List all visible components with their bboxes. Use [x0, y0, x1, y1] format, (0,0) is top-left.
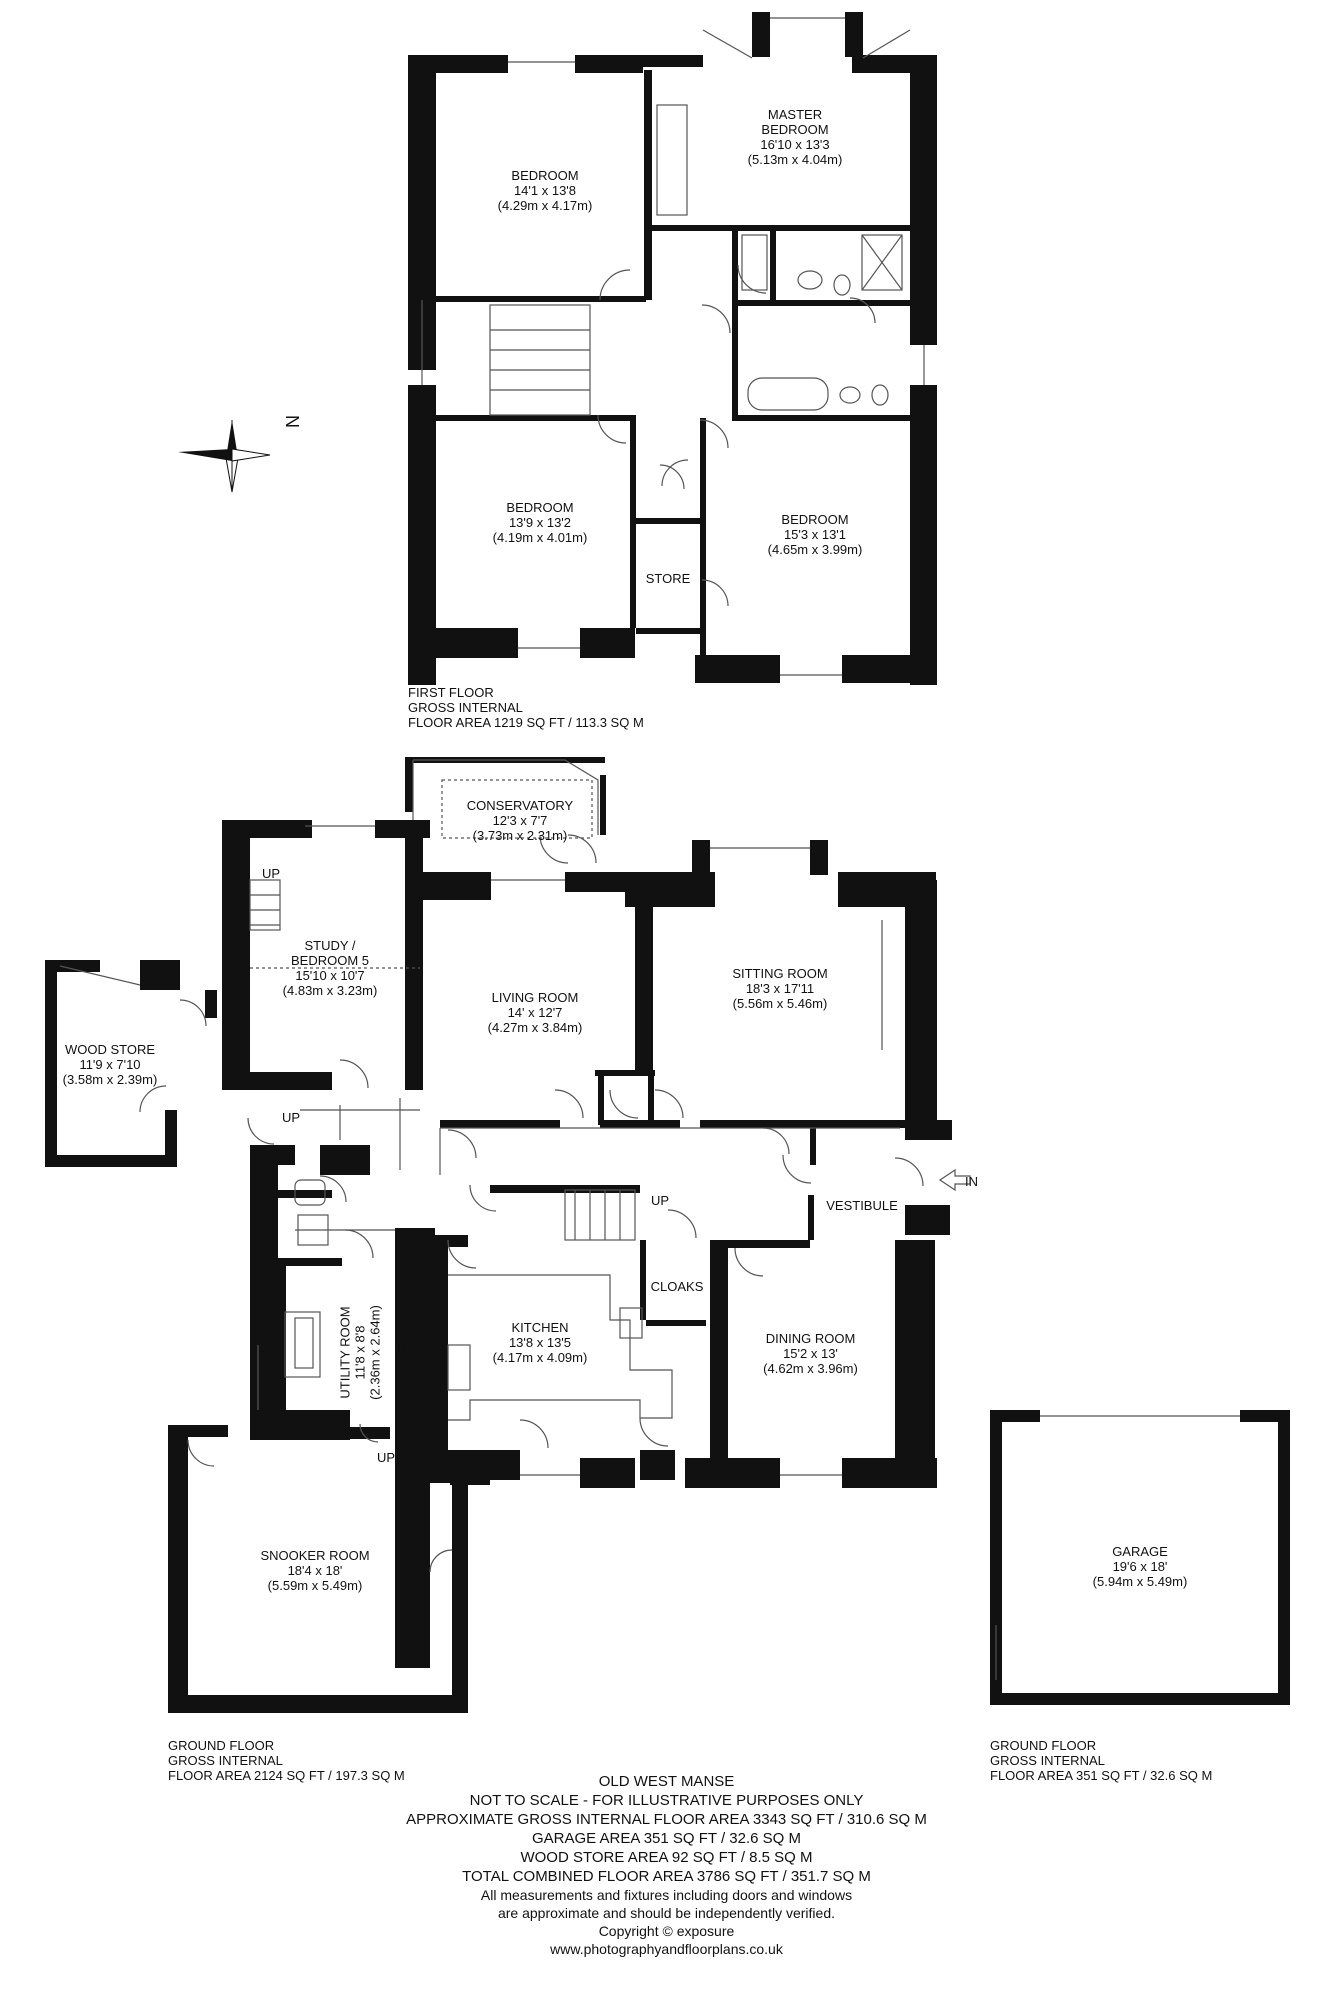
room-size-imperial: 11'8 x 8'8 [352, 1325, 368, 1380]
room-size-metric: (5.56m x 5.46m) [732, 996, 828, 1011]
area-line: FLOOR AREA 2124 SQ FT / 197.3 SQ M [168, 1768, 405, 1783]
room-label-master-bedroom: MASTER BEDROOM 16'10 x 13'3 (5.13m x 4.0… [710, 107, 880, 167]
room-size-metric: (4.17m x 4.09m) [492, 1350, 588, 1365]
footer-disclaimer: All measurements and fixtures including … [480, 1887, 853, 1903]
room-name: VESTIBULE [826, 1198, 898, 1213]
room-name: BEDROOM 5 [290, 953, 369, 968]
footer-line: APPROXIMATE GROSS INTERNAL FLOOR AREA 33… [406, 1811, 927, 1828]
room-name: WOOD STORE [64, 1042, 156, 1057]
room-name: CLOAKS [650, 1279, 704, 1294]
room-size-metric: (4.27m x 3.84m) [487, 1020, 583, 1035]
room-size-imperial: 18'4 x 18' [287, 1563, 343, 1578]
property-title: OLD WEST MANSE [598, 1773, 735, 1790]
room-size-metric: (5.59m x 5.49m) [267, 1578, 363, 1593]
room-size-imperial: 18'3 x 17'11 [745, 981, 815, 996]
room-size-imperial: 14'1 x 13'8 [513, 183, 577, 198]
room-size-imperial: 13'8 x 13'5 [508, 1335, 572, 1350]
room-name: BEDROOM [781, 512, 849, 527]
room-size-metric: (3.73m x 2.31m) [472, 828, 568, 843]
room-size-imperial: 15'10 x 10'7 [295, 968, 365, 983]
room-size-metric: (4.29m x 4.17m) [497, 198, 593, 213]
room-name: MASTER [767, 107, 823, 122]
footer-copyright: Copyright © exposure [598, 1923, 735, 1939]
room-size-metric: (4.65m x 3.99m) [767, 542, 863, 557]
room-size-metric: (4.19m x 4.01m) [492, 530, 588, 545]
room-label-sitting-room: SITTING ROOM 18'3 x 17'11 (5.56m x 5.46m… [690, 966, 870, 1011]
room-size-imperial: 12'3 x 7'7 [492, 813, 548, 828]
room-label-conservatory: CONSERVATORY 12'3 x 7'7 (3.73m x 2.31m) [430, 798, 610, 843]
room-size-imperial: 14' x 12'7 [507, 1005, 563, 1020]
footer-line: NOT TO SCALE - FOR ILLUSTRATIVE PURPOSES… [469, 1792, 864, 1809]
room-name: BEDROOM [761, 122, 829, 137]
area-line: GROUND FLOOR [168, 1738, 275, 1753]
room-size-imperial: 11'9 x 7'10 [79, 1057, 141, 1072]
room-name: STUDY / [304, 938, 356, 953]
room-name: DINING ROOM [765, 1331, 856, 1346]
stair-up-label: UP [282, 1110, 301, 1125]
footer-line: WOOD STORE AREA 92 SQ FT / 8.5 SQ M [520, 1849, 813, 1866]
compass-north-label: N [282, 415, 302, 428]
area-line: FLOOR AREA 1219 SQ FT / 113.3 SQ M [408, 715, 644, 730]
room-label-snooker-room: SNOOKER ROOM 18'4 x 18' (5.59m x 5.49m) [225, 1548, 405, 1593]
room-name: GARAGE [1112, 1544, 1168, 1559]
room-size-imperial: 15'2 x 13' [783, 1346, 838, 1361]
room-label-garage: GARAGE 19'6 x 18' (5.94m x 5.49m) [1060, 1544, 1220, 1589]
compass-rose-icon [178, 420, 271, 493]
room-size-imperial: 13'9 x 13'2 [508, 515, 572, 530]
room-name: BEDROOM [506, 500, 574, 515]
stair-up-label: UP [262, 866, 281, 881]
room-label-cloaks: CLOAKS [646, 1279, 708, 1294]
room-size-metric: (3.58m x 2.39m) [62, 1072, 158, 1087]
area-line: GROSS INTERNAL [168, 1753, 283, 1768]
room-label-vestibule: VESTIBULE [818, 1198, 906, 1213]
room-label-dining-room: DINING ROOM 15'2 x 13' (4.62m x 3.96m) [728, 1331, 893, 1376]
first-floor-area-note: FIRST FLOOR GROSS INTERNAL FLOOR AREA 12… [408, 685, 644, 730]
plan-footer: OLD WEST MANSE NOT TO SCALE - FOR ILLUST… [0, 1772, 1333, 1958]
area-line: GROSS INTERNAL [408, 700, 523, 715]
footer-line: GARAGE AREA 351 SQ FT / 32.6 SQ M [532, 1830, 801, 1847]
room-name: CONSERVATORY [466, 798, 574, 813]
room-name: SITTING ROOM [732, 966, 828, 981]
room-label-living-room: LIVING ROOM 14' x 12'7 (4.27m x 3.84m) [450, 990, 620, 1035]
area-line: FIRST FLOOR [408, 685, 494, 700]
room-size-imperial: 15'3 x 13'1 [783, 527, 847, 542]
room-size-metric: (4.62m x 3.96m) [763, 1361, 858, 1376]
stair-up-label: UP [377, 1450, 396, 1465]
room-size-imperial: 16'10 x 13'3 [760, 137, 830, 152]
room-size-metric: (4.83m x 3.23m) [282, 983, 378, 998]
room-name: UTILITY ROOM [337, 1306, 353, 1399]
room-label-study: STUDY / BEDROOM 5 15'10 x 10'7 (4.83m x … [250, 938, 410, 998]
room-name: LIVING ROOM [491, 990, 579, 1005]
room-label-bedroom-a: BEDROOM 14'1 x 13'8 (4.29m x 4.17m) [455, 168, 635, 213]
room-size-metric: (2.36m x 2.64m) [367, 1305, 383, 1400]
room-name: BEDROOM [511, 168, 579, 183]
boiler-label: B [397, 1340, 406, 1355]
room-name: SNOOKER ROOM [260, 1548, 370, 1563]
entrance-label: IN [965, 1174, 978, 1189]
thin-linework [59, 17, 1240, 1680]
room-name: KITCHEN [511, 1320, 569, 1335]
room-label-bedroom-c: BEDROOM 15'3 x 13'1 (4.65m x 3.99m) [730, 512, 900, 557]
room-label-store: STORE [636, 571, 700, 586]
garage-area-note: GROUND FLOOR GROSS INTERNAL FLOOR AREA 3… [990, 1738, 1212, 1783]
room-label-bedroom-b: BEDROOM 13'9 x 13'2 (4.19m x 4.01m) [450, 500, 630, 545]
room-size-metric: (5.94m x 5.49m) [1092, 1574, 1188, 1589]
room-size-imperial: 19'6 x 18' [1112, 1559, 1168, 1574]
area-line: GROSS INTERNAL [990, 1753, 1105, 1768]
first-floor-walls [408, 12, 937, 685]
room-label-utility-room: UTILITY ROOM 11'8 x 8'8 (2.36m x 2.64m) [338, 1273, 383, 1433]
room-label-wood-store: WOOD STORE 11'9 x 7'10 (3.58m x 2.39m) [50, 1042, 170, 1087]
footer-website-link[interactable]: www.photographyandfloorplans.co.uk [550, 1941, 783, 1957]
room-size-metric: (5.13m x 4.04m) [747, 152, 843, 167]
area-line: FLOOR AREA 351 SQ FT / 32.6 SQ M [990, 1768, 1213, 1783]
room-name: STORE [645, 571, 691, 586]
ground-floor-area-note: GROUND FLOOR GROSS INTERNAL FLOOR AREA 2… [168, 1738, 405, 1783]
footer-disclaimer: are approximate and should be independen… [497, 1905, 835, 1921]
room-label-kitchen: KITCHEN 13'8 x 13'5 (4.17m x 4.09m) [460, 1320, 620, 1365]
ground-floor-walls [45, 757, 1290, 1713]
stair-up-label: UP [651, 1193, 670, 1208]
area-line: GROUND FLOOR [990, 1738, 1097, 1753]
footer-line: TOTAL COMBINED FLOOR AREA 3786 SQ FT / 3… [462, 1868, 871, 1885]
